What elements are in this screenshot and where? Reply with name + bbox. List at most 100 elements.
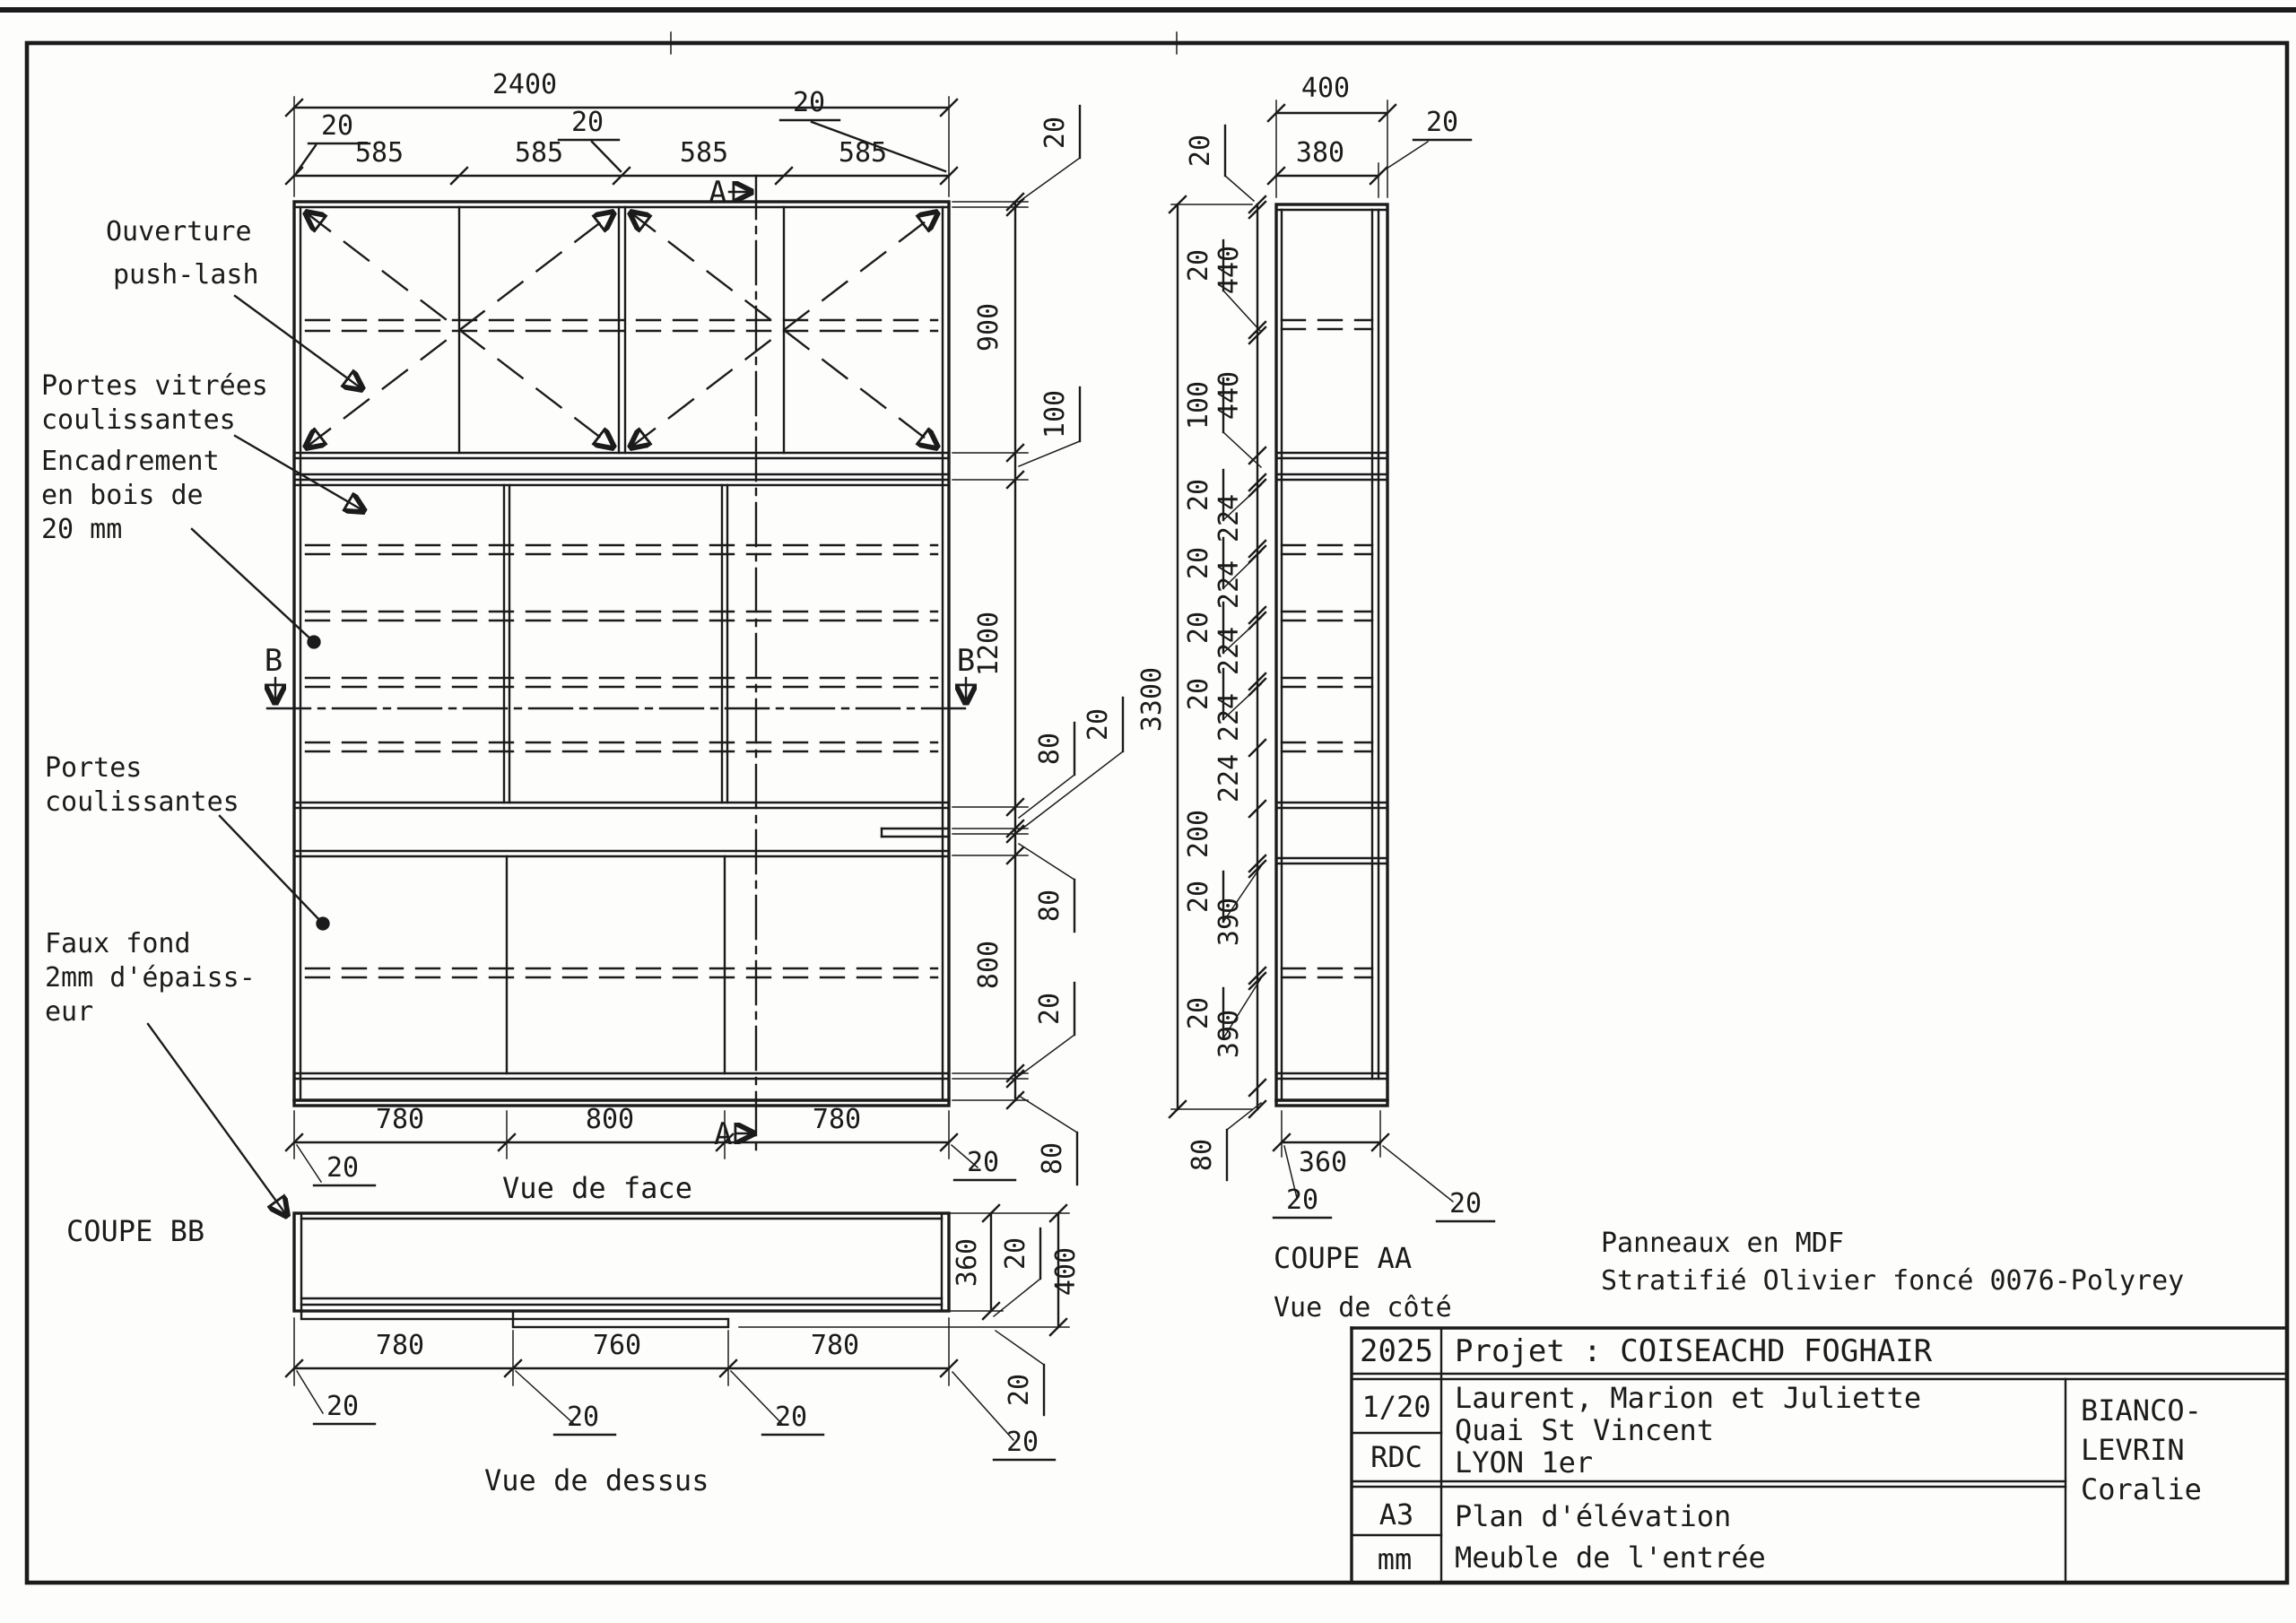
front-view-outline: [292, 200, 951, 1107]
dim-chain-major: 390: [1213, 1010, 1245, 1058]
dim-callout-20: 20: [1185, 135, 1216, 167]
titleblock-project: Projet : COISEACHD FOGHAIR: [1455, 1333, 1933, 1369]
dim-right-minor: 80: [1037, 1142, 1068, 1175]
label-portes-coulissantes: Portes: [45, 752, 142, 784]
label-ouverture: Ouverture: [106, 216, 252, 247]
titleblock-drawing-title: Meuble de l'entrée: [1455, 1541, 1766, 1575]
dim-door-width: 585: [515, 137, 563, 169]
coupe-aa-title: COUPE AA: [1274, 1241, 1412, 1275]
titleblock-format: A3: [1379, 1497, 1414, 1532]
dim-bottom: 800: [586, 1104, 634, 1135]
dim-callout-20: 20: [571, 107, 604, 138]
titleblock-address: LYON 1er: [1455, 1445, 1593, 1480]
dim-door-width: 585: [355, 137, 404, 169]
material-note-line: Stratifié Olivier foncé 0076-Polyrey: [1601, 1265, 2184, 1297]
dim-top-view: 780: [376, 1330, 424, 1361]
section-line-b: B B: [265, 643, 975, 710]
dim-door-width: 585: [680, 137, 728, 169]
label-portes-coulissantes: coulissantes: [45, 786, 239, 818]
titleblock-drawing-title: Plan d'élévation: [1455, 1499, 1731, 1533]
dim-chain-minor: 20: [1183, 881, 1214, 913]
dim-depth-360: 360: [952, 1238, 983, 1287]
dim-side-360: 360: [1299, 1147, 1347, 1178]
titleblock-address: Quai St Vincent: [1455, 1413, 1714, 1447]
side-view-outline: [1274, 203, 1389, 1107]
label-encadrement: 20 mm: [41, 514, 122, 545]
dim-callout-20: 20: [1286, 1185, 1318, 1216]
titleblock-author: BIANCO-: [2081, 1393, 2202, 1428]
dim-side-380: 380: [1296, 137, 1344, 169]
dim-right-minor: 80: [1034, 890, 1065, 922]
label-encadrement: en bois de: [41, 480, 204, 511]
dim-chain-minor: 100: [1183, 381, 1214, 430]
dim-chain-minor: 20: [1183, 997, 1214, 1029]
dim-chain-minor: 20: [1183, 249, 1214, 282]
section-a-label-top: A: [709, 175, 726, 211]
coupe-bb-title: COUPE BB: [66, 1214, 204, 1248]
front-view-caption: Vue de face: [502, 1171, 692, 1205]
titleblock-address: Laurent, Marion et Juliette: [1455, 1381, 1921, 1415]
dim-chain-minor: 20: [1183, 678, 1214, 710]
titleblock-year: 2025: [1360, 1333, 1433, 1369]
material-note: Panneaux en MDF Stratifié Olivier foncé …: [1601, 1228, 2184, 1297]
titleblock-units: mm: [1378, 1542, 1413, 1576]
top-view-caption: Vue de dessus: [484, 1463, 709, 1497]
dim-callout-20: 20: [1004, 1374, 1035, 1406]
dim-callout-20: 20: [321, 110, 353, 142]
dim-chain-major: 200: [1183, 810, 1214, 858]
material-note-line: Panneaux en MDF: [1601, 1228, 1844, 1259]
side-view-caption: Vue de côté: [1274, 1292, 1452, 1324]
dim-chain-major: 224: [1213, 560, 1245, 609]
dim-door-width: 585: [839, 137, 887, 169]
section-a-label-bottom: A: [714, 1116, 732, 1152]
label-faux-fond: Fa­ux fond: [45, 928, 191, 959]
dim-total-400: 400: [1050, 1247, 1082, 1296]
titleblock-level: RDC: [1370, 1440, 1422, 1474]
dim-right-major: 800: [973, 941, 1004, 989]
dim-bottom: 780: [376, 1104, 424, 1135]
dim-chain-major: 440: [1213, 371, 1245, 420]
section-line-a: A A: [709, 174, 758, 1155]
dim-total-width: 2400: [492, 69, 557, 100]
dim-right-major: 1200: [973, 612, 1004, 676]
section-b-label-right: B: [957, 643, 975, 679]
dim-bottom: 780: [813, 1104, 861, 1135]
dim-callout-20: 20: [1000, 1237, 1031, 1270]
label-portes-vitrees: coulissantes: [41, 404, 236, 436]
label-ouverture: push-lash: [113, 259, 259, 291]
dim-side-400: 400: [1301, 73, 1350, 104]
dim-callout-20: 20: [793, 87, 825, 118]
label-faux-fond: eur: [45, 996, 93, 1028]
coupe-bb-view: [292, 1211, 951, 1329]
dim-chain-minor: 20: [1183, 612, 1214, 644]
dim-right-minor: 20: [1034, 993, 1065, 1025]
dim-callout-20: 20: [1426, 107, 1458, 138]
dim-right-major: 900: [973, 303, 1004, 352]
dim-chain-minor: 80: [1187, 1139, 1218, 1171]
dim-chain-major: 224: [1213, 627, 1245, 675]
dim-callout-20: 20: [326, 1152, 359, 1184]
dim-callout-20: 20: [567, 1402, 599, 1433]
side-dimensions: 400 380 20 20 440 440 224 224 224 224 22…: [1136, 73, 1496, 1324]
dim-right-minor: 100: [1039, 390, 1071, 438]
dim-chain-minor: 20: [1183, 479, 1214, 511]
dim-right-minor: 20: [1039, 117, 1071, 149]
dim-chain-major: 440: [1213, 246, 1245, 294]
dim-total-height: 3300: [1136, 667, 1168, 732]
dim-chain-major: 224: [1213, 494, 1245, 542]
dim-top-view: 760: [593, 1330, 641, 1361]
coupe-bb-dimensions: 360 20 400 20 20 780 760 780 20 20 20 Vu…: [284, 1203, 1082, 1497]
dim-chain-minor: 20: [1183, 547, 1214, 579]
dim-right-minor: 20: [1083, 708, 1114, 741]
dim-callout-20: 20: [326, 1391, 359, 1422]
dim-chain-major: 390: [1213, 898, 1245, 946]
dim-top-view: 780: [811, 1330, 859, 1361]
title-block: 2025 Projet : COISEACHD FOGHAIR 1/20 RDC…: [1350, 1326, 2289, 1584]
dim-chain-major: 224: [1213, 754, 1245, 803]
label-faux-fond: 2mm d'épaiss-: [45, 962, 256, 994]
section-b-label-left: B: [265, 643, 283, 679]
titleblock-scale: 1/20: [1361, 1390, 1431, 1424]
label-encadrement: Encadrement: [41, 446, 220, 477]
